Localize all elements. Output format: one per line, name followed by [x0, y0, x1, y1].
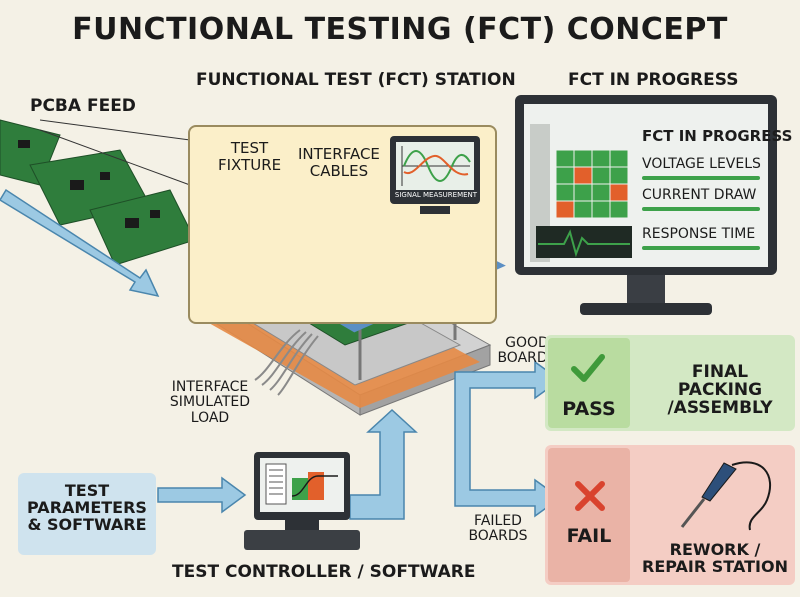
good-boards-label: GOOD BOARDS — [497, 335, 557, 367]
keyboard — [244, 530, 360, 550]
screen-title: FCT IN PROGRESS — [642, 127, 793, 145]
interface-load-label: INTERFACE SIMULATED LOAD — [169, 379, 251, 426]
pass-label: PASS — [562, 398, 616, 420]
metric-response-bar — [642, 246, 760, 250]
pcba-feed-label: PCBA FEED — [30, 96, 136, 116]
failed-boards-label: FAILED BOARDS — [468, 513, 528, 545]
interface-cables-label: INTERFACE CABLES — [298, 145, 380, 180]
waveform-icon — [396, 142, 474, 190]
final-packing-label: FINAL PACKING /ASSEMBLY — [667, 362, 773, 418]
controller-label: TEST CONTROLLER / SOFTWARE — [172, 562, 476, 582]
metric-current-bar — [642, 207, 760, 211]
fail-result-box — [548, 448, 630, 582]
rework-label: REWORK / REPAIR STATION — [642, 540, 788, 576]
test-parameters-label: TEST PARAMETERS & SOFTWARE — [27, 481, 147, 534]
metric-voltage: VOLTAGE LEVELS — [642, 156, 761, 172]
metric-voltage-bar — [642, 176, 760, 180]
controller-stand — [285, 520, 319, 530]
controller-screen — [260, 458, 344, 512]
monitor-heading: FCT IN PROGRESS — [568, 70, 739, 90]
metric-response: RESPONSE TIME — [642, 226, 756, 242]
oscilloscope-stand — [420, 206, 450, 214]
signal-caption: SIGNAL MEASUREMENT — [394, 191, 478, 199]
pass-result-box — [548, 338, 630, 428]
status-grid — [556, 150, 628, 218]
fail-label: FAIL — [566, 525, 612, 547]
metric-current: CURRENT DRAW — [642, 187, 757, 203]
test-fixture-label: TEST FIXTURE — [218, 139, 282, 174]
pcba-feed-boards — [0, 119, 196, 266]
page-title: FUNCTIONAL TESTING (FCT) CONCEPT — [72, 12, 728, 47]
station-heading: FUNCTIONAL TEST (FCT) STATION — [196, 70, 516, 90]
params-to-controller-arrow — [157, 476, 247, 514]
heartbeat-display — [536, 226, 632, 258]
monitor-neck — [627, 275, 665, 305]
test-parameters-box — [18, 473, 156, 555]
feed-arrow — [0, 188, 160, 298]
monitor-base — [580, 303, 712, 315]
